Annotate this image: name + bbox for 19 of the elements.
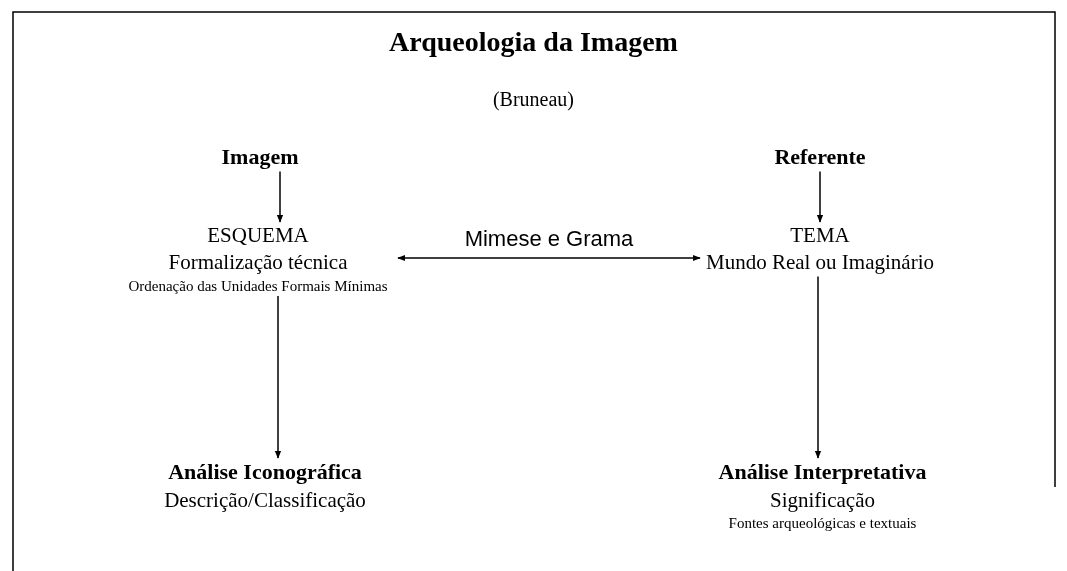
concept-subheading: Mundo Real ou Imaginário	[704, 249, 935, 277]
concept-note: Fontes arqueológicas e textuais	[727, 513, 918, 533]
concept-heading: Referente	[773, 143, 867, 171]
concept-heading: ESQUEMA	[206, 222, 310, 249]
concept-subheading: Significação	[769, 486, 876, 514]
arrow	[816, 170, 824, 223]
concept-heading: Análise Interpretativa	[717, 458, 928, 486]
concept-note: Ordenação das Unidades Formais Mínimas	[127, 276, 389, 296]
concept-subheading: Descrição/Classificação	[163, 486, 367, 514]
concept-heading: Imagem	[220, 143, 300, 171]
concept-heading: TEMA	[789, 222, 851, 249]
concept-heading: Análise Iconográfica	[167, 458, 363, 486]
arrow	[814, 275, 822, 459]
diagram-title: Arqueologia da Imagem	[388, 26, 679, 58]
arrow	[276, 170, 284, 223]
subtitle: (Bruneau)	[491, 88, 576, 111]
arrow	[274, 295, 282, 459]
concept-subheading: Formalização técnica	[167, 249, 349, 277]
arrow	[397, 254, 701, 262]
